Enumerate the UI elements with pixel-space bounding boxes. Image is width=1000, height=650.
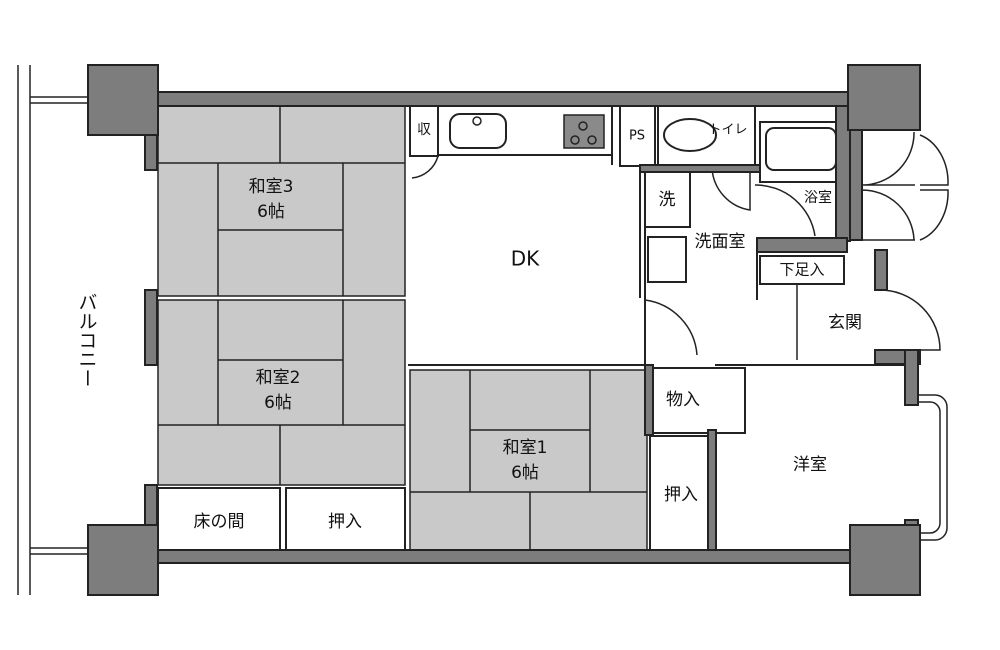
washitsu2-name: 和室2 <box>256 368 301 388</box>
monoire-label: 物入 <box>666 390 700 410</box>
tokonoma-label: 床の間 <box>194 512 245 532</box>
door-swing <box>644 299 698 356</box>
oshiire-right-label: 押入 <box>664 485 698 505</box>
balcony-label: バルコニー <box>76 293 98 388</box>
walls <box>87 64 921 596</box>
washitsu1-size: 6帖 <box>511 463 539 483</box>
getabako <box>759 255 845 285</box>
washitsu1-name: 和室1 <box>503 438 548 458</box>
dk-label: DK <box>511 247 540 271</box>
washitsu-1: 和室1 6帖 <box>409 369 648 551</box>
washer-space <box>644 171 691 228</box>
vanity <box>647 236 687 283</box>
ps-label: PS <box>629 129 645 144</box>
bathtub <box>765 127 837 171</box>
storage-label: 収 <box>417 122 431 138</box>
washitsu3-name: 和室3 <box>249 177 294 197</box>
oshiire-left-label: 押入 <box>328 512 362 532</box>
washitsu2-size: 6帖 <box>264 393 292 413</box>
dk: DK <box>408 106 698 366</box>
sink <box>449 113 507 149</box>
bathroom-label: 浴室 <box>804 189 832 206</box>
oshiire-right <box>649 435 713 551</box>
tokonoma <box>157 487 281 551</box>
monoire <box>649 367 746 434</box>
washer-label: 洗 <box>659 190 676 210</box>
washitsu-2: 和室2 6帖 <box>157 299 406 486</box>
washitsu-3: 和室3 6帖 <box>157 105 406 297</box>
youshitsu-label: 洋室 <box>793 455 827 475</box>
genkan-label: 玄関 <box>828 313 862 333</box>
stove <box>563 114 605 149</box>
ps <box>619 105 656 167</box>
toilet-label: トイレ <box>708 123 747 138</box>
getabako-label: 下足入 <box>779 261 824 279</box>
washitsu3-size: 6帖 <box>257 202 285 222</box>
balcony: バルコニー <box>17 65 98 595</box>
oshiire-left <box>285 487 406 551</box>
storage <box>409 105 439 157</box>
toilet-bowl <box>663 118 717 152</box>
washroom-label: 洗面室 <box>695 232 746 252</box>
